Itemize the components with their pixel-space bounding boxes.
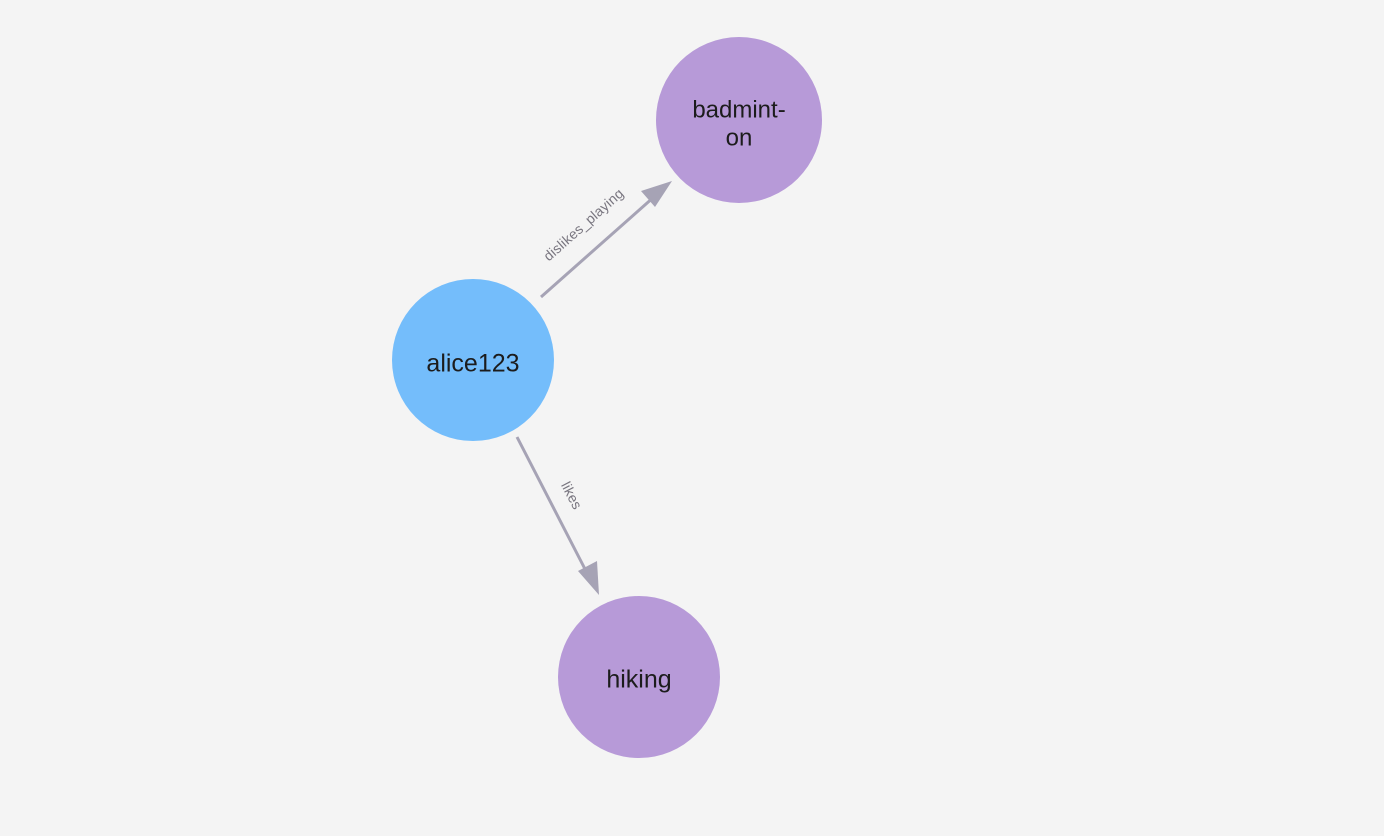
node-circle-badminton[interactable] xyxy=(656,37,822,203)
edge-label-dislikes-playing: dislikes_playing xyxy=(540,185,626,264)
node-label-hiking: hiking xyxy=(606,666,671,694)
node-label-alice123: alice123 xyxy=(426,350,519,378)
nodes-layer: badmint- on alice123 hiking xyxy=(392,37,822,758)
edge-line xyxy=(540,194,656,299)
node-label-badminton-line1: badmint- xyxy=(692,96,785,123)
edge-arrowhead xyxy=(641,181,672,207)
edge-likes[interactable]: likes xyxy=(515,436,599,595)
edge-arrowhead xyxy=(578,561,599,595)
edge-line xyxy=(515,436,588,572)
edge-dislikes-playing[interactable]: dislikes_playing xyxy=(540,181,672,299)
node-hiking[interactable]: hiking xyxy=(558,596,720,758)
node-alice123[interactable]: alice123 xyxy=(392,279,554,441)
node-circle-alice123[interactable] xyxy=(392,279,554,441)
node-label-badminton-line2: on xyxy=(726,124,753,151)
node-circle-hiking[interactable] xyxy=(558,596,720,758)
node-badminton[interactable]: badmint- on xyxy=(656,37,822,203)
edge-label-likes: likes xyxy=(558,479,586,512)
